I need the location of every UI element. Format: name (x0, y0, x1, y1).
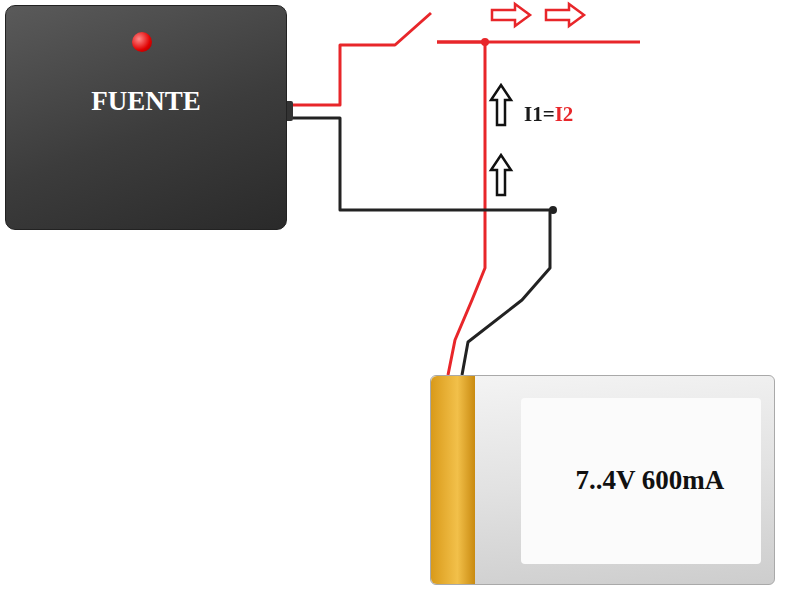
current-arrow (491, 85, 511, 125)
current-arrow (546, 4, 584, 26)
power-supply-box: FUENTE (5, 5, 287, 230)
current-label: I1=I2 (524, 102, 573, 127)
negative-wire (293, 118, 553, 375)
battery-box: 7..4V 600mA (430, 375, 775, 585)
current-arrow (491, 155, 511, 195)
led-indicator (132, 32, 152, 52)
battery-rating: 7..4V 600mA (576, 465, 725, 496)
supply-label: FUENTE (91, 86, 201, 117)
battery-tape (431, 376, 475, 584)
positive-wire (293, 13, 485, 375)
current-arrow (492, 4, 530, 26)
